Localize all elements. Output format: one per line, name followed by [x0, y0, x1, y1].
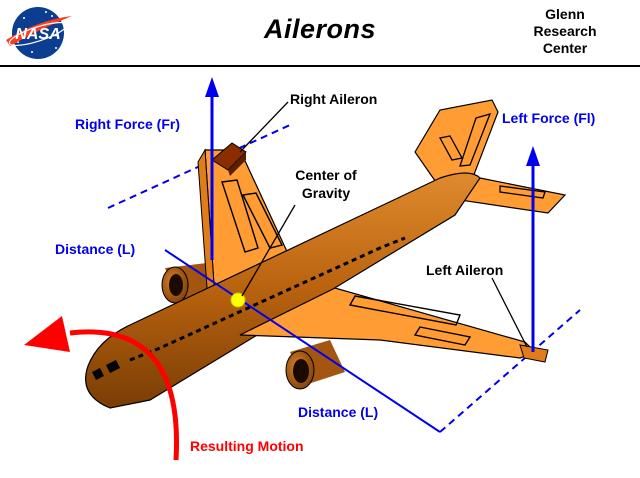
leader-lines	[239, 101, 528, 348]
near-engine	[285, 340, 345, 390]
header: NASA Ailerons Glenn Research Center	[0, 0, 640, 67]
left-aileron-label: Left Aileron	[426, 262, 504, 278]
tail	[414, 99, 567, 214]
fuselage	[85, 172, 481, 409]
left-aileron	[519, 344, 549, 363]
left-force-arrow	[526, 146, 540, 352]
center-of-gravity-line-1: Center of	[295, 167, 357, 183]
center-name: Glenn Research Center	[510, 6, 620, 57]
reference-plane-right	[439, 309, 581, 433]
right-aileron	[211, 142, 247, 176]
center-name-line-3: Center	[542, 40, 588, 56]
curved-arrow-icon	[24, 316, 180, 461]
logo-text: NASA	[15, 26, 60, 43]
distance-left-label: Distance (L)	[55, 241, 136, 257]
center-of-gravity-line-2: Gravity	[301, 185, 351, 201]
nasa-meatball-icon: NASA	[6, 7, 72, 59]
resulting-motion-label: Resulting Motion	[190, 438, 304, 454]
distance-bottom-label: Distance (L)	[298, 404, 379, 420]
center-name-line-2: Research	[533, 23, 597, 39]
right-force-arrow	[205, 77, 219, 260]
center-of-gravity-marker	[230, 292, 246, 308]
distance-line	[164, 249, 441, 433]
page-title: Ailerons	[263, 14, 377, 44]
right-force-label: Right Force (Fr)	[75, 116, 180, 132]
center-of-gravity-label: Center of Gravity	[276, 166, 376, 202]
right-aileron-label: Right Aileron	[290, 91, 378, 107]
header-divider	[0, 65, 640, 67]
center-name-line-1: Glenn	[545, 6, 585, 22]
left-force-label: Left Force (Fl)	[502, 110, 596, 126]
